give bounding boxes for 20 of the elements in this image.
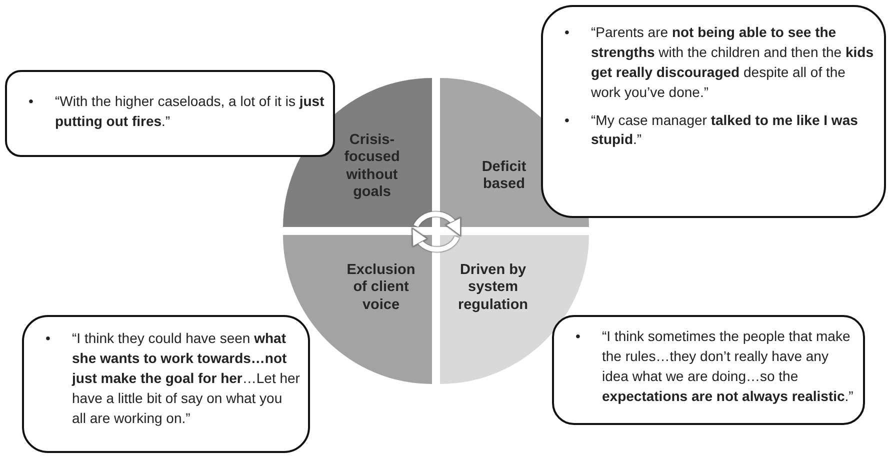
segment-label: Driven by system regulation (456, 262, 530, 314)
quote-card (5, 70, 335, 157)
quote-text: “With the higher caseloads, a lot of it is just putting out fires.” (55, 92, 325, 131)
quote-text: “I think sometimes the people that make the rules…they don’t really have any idea what we are doing…so the expectations are not always realistic.” (602, 327, 854, 406)
bullet-marker: • (564, 23, 570, 42)
bullet-marker: • (576, 327, 580, 346)
quote-card (552, 315, 865, 425)
segment-label: Deficit based (480, 159, 528, 194)
curved-arrow (411, 228, 460, 252)
quote-text: “I think they could have seen what she wants to work towards…not just make the goal for her…Let her have a little bit of say on what you all are working on.” (72, 329, 300, 428)
quote-card (22, 315, 310, 453)
curved-arrow (414, 212, 462, 236)
segment-label: Crisis-focused without goals (343, 132, 401, 202)
quote-text: “My case manager talked to me like I was stupid.” (591, 110, 859, 150)
quote-card (541, 5, 886, 218)
segment-label: Exclusion of client voice (346, 262, 416, 314)
quote-text: “Parents are not being able to see the strengths with the children and then the kids get really discouraged despite all of the work you’ve done.” (591, 23, 874, 102)
bullet-marker: • (28, 92, 34, 111)
bullet-marker: • (46, 329, 50, 348)
bullet-marker: • (564, 110, 570, 130)
